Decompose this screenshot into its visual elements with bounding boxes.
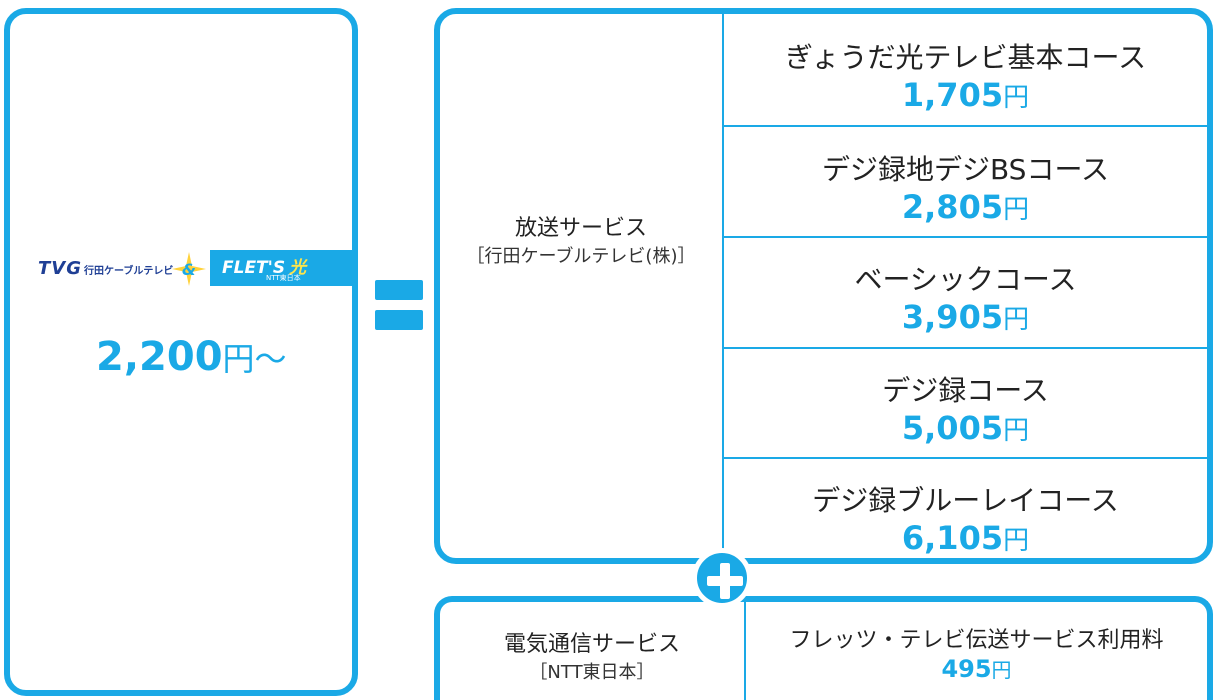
course-name: ベーシックコース [854,263,1077,296]
plus-icon [692,548,752,608]
course-price: 3,905 [901,298,1004,336]
course-yen: 円 [1003,416,1030,446]
equals-sign-top [375,280,423,300]
total-price-yen: 円～ [222,340,287,378]
telecom-provider: ［NTT東日本］ [529,662,655,683]
total-price: 2,200円～ [96,334,287,380]
course-yen: 円 [1003,83,1030,113]
telecom-divider [744,602,746,700]
broadcast-service-title: 放送サービス [514,216,647,241]
flets-hikari: 光 [289,258,307,278]
course-yen: 円 [1003,526,1030,556]
course-yen: 円 [1003,195,1030,225]
course-basic: ベーシックコース 3,905円 [724,236,1207,346]
ampersand-star-icon: & [172,252,206,286]
broadcast-service-panel: 放送サービス ［行田ケーブルテレビ(株)］ ぎょうだ光テレビ基本コース 1,70… [434,8,1213,564]
course-digiroku-bs: デジ録地デジBSコース 2,805円 [724,126,1207,236]
transmission-fee: フレッツ・テレビ伝送サービス利用料 495円 [746,602,1207,700]
svg-text:&: & [182,260,196,279]
course-name: デジ録ブルーレイコース [812,484,1119,517]
total-price-value: 2,200 [96,334,223,380]
broadcast-divider [722,14,724,558]
broadcast-label-cell: 放送サービス ［行田ケーブルテレビ(株)］ [440,14,722,558]
tvg-logo: TVG [38,258,82,279]
course-basic-hikari: ぎょうだ光テレビ基本コース 1,705円 [724,14,1207,124]
course-name: デジ録地デジBSコース [821,153,1110,186]
course-price: 6,105 [901,519,1004,557]
flets-word: FLET'S [222,258,286,278]
course-digiroku: デジ録コース 5,005円 [724,347,1207,457]
equals-sign-bottom [375,310,423,330]
row-divider [724,236,1207,238]
fee-yen: 円 [991,658,1012,682]
row-divider [724,457,1207,459]
broadcast-provider: ［行田ケーブルテレビ(株)］ [466,246,696,267]
course-price: 2,805 [901,188,1004,226]
course-yen: 円 [1003,305,1030,335]
course-name: デジ録コース [882,374,1049,407]
tvg-name: 行田ケーブルテレビ [84,266,174,277]
row-divider [724,125,1207,127]
flets-sub: NTT東日本 [266,274,301,282]
telecom-service-title: 電気通信サービス [503,632,680,657]
course-digiroku-bluray: デジ録ブルーレイコース 6,105円 [724,457,1207,567]
course-price: 5,005 [901,409,1004,447]
course-price: 1,705 [901,76,1004,114]
row-divider [724,347,1207,349]
fee-name: フレッツ・テレビ伝送サービス利用料 [789,628,1164,653]
telecom-service-panel: 電気通信サービス ［NTT東日本］ フレッツ・テレビ伝送サービス利用料 495円 [434,596,1213,700]
fee-price: 495 [941,655,992,683]
course-name: ぎょうだ光テレビ基本コース [784,41,1147,74]
